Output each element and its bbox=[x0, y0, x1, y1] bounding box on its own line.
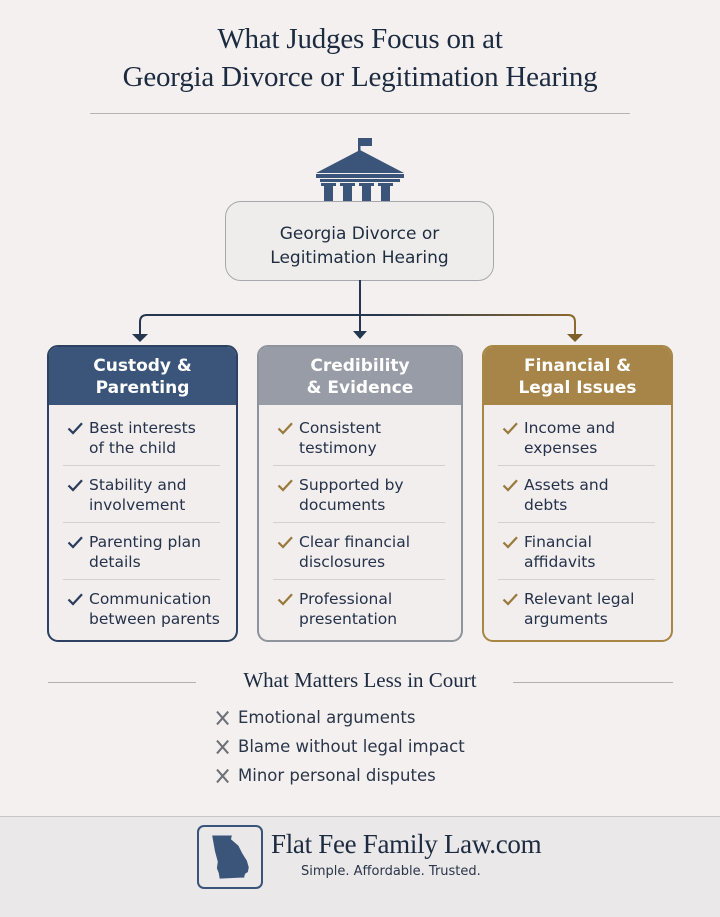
list-item: Best interests of the child bbox=[63, 409, 220, 466]
checkmark-icon bbox=[67, 536, 83, 549]
card-list: Consistent testimony Supported by document… bbox=[259, 405, 461, 636]
item-text: expenses bbox=[524, 439, 598, 457]
list-item: Stability and involvement bbox=[63, 466, 220, 523]
item-text: testimony bbox=[299, 439, 377, 457]
logo bbox=[197, 825, 263, 889]
section-divider-right bbox=[513, 682, 673, 683]
brand-name: Flat Fee Family Law.com bbox=[271, 829, 542, 859]
item-text: Minor personal disputes bbox=[238, 766, 436, 785]
checkmark-icon bbox=[277, 422, 293, 435]
item-text: presentation bbox=[299, 610, 398, 628]
list-item: Parenting plan details bbox=[63, 523, 220, 580]
item-text: disclosures bbox=[299, 553, 386, 571]
hub-line-1: Georgia Divorce or bbox=[279, 224, 440, 244]
card-list: Best interests of the child Stability and… bbox=[49, 405, 236, 636]
card-title-line-1: Financial & bbox=[523, 356, 632, 376]
item-text: Clear financial bbox=[299, 533, 411, 551]
georgia-state-icon bbox=[212, 835, 249, 879]
checkmark-icon bbox=[67, 593, 83, 606]
title-divider bbox=[90, 113, 630, 114]
list-item: Clear financial disclosures bbox=[273, 523, 445, 580]
item-text: Assets and bbox=[524, 476, 609, 494]
item-text: Blame without legal impact bbox=[238, 737, 465, 756]
footer: Flat Fee Family Law.com Simple. Affordab… bbox=[0, 816, 720, 917]
tagline: Simple. Affordable. Trusted. bbox=[301, 864, 481, 879]
list-item: Relevant legal arguments bbox=[498, 580, 655, 636]
category-card-custody: Custody & Parenting Best interests of the… bbox=[47, 345, 238, 642]
x-mark-icon bbox=[216, 739, 229, 754]
list-item: Communication between parents bbox=[63, 580, 220, 636]
category-card-credibility: Credibility & Evidence Consistent testimo… bbox=[257, 345, 463, 642]
item-text: Parenting plan bbox=[89, 533, 201, 551]
card-list: Income and expenses Assets and debts Finan… bbox=[484, 405, 671, 636]
item-text: Financial bbox=[524, 533, 592, 551]
item-text: Income and bbox=[524, 419, 616, 437]
item-text: documents bbox=[299, 496, 386, 514]
card-header: Credibility & Evidence bbox=[259, 347, 461, 405]
checkmark-icon bbox=[277, 479, 293, 492]
hearing-node: Georgia Divorce or Legitimation Hearing bbox=[225, 201, 494, 281]
item-text: involvement bbox=[89, 496, 186, 514]
list-item: Consistent testimony bbox=[273, 409, 445, 466]
item-text: arguments bbox=[524, 610, 608, 628]
item-text: Best interests bbox=[89, 419, 196, 437]
item-text: Consistent bbox=[299, 419, 382, 437]
section-divider-left bbox=[48, 682, 196, 683]
card-header: Financial & Legal Issues bbox=[484, 347, 671, 405]
item-text: of the child bbox=[89, 439, 177, 457]
item-text: Supported by bbox=[299, 476, 404, 494]
item-text: affidavits bbox=[524, 553, 596, 571]
list-item: Minor personal disputes bbox=[212, 761, 465, 790]
item-text: Stability and bbox=[89, 476, 187, 494]
checkmark-icon bbox=[502, 536, 518, 549]
checkmark-icon bbox=[502, 593, 518, 606]
list-item: Financial affidavits bbox=[498, 523, 655, 580]
card-title-line-1: Credibility bbox=[310, 356, 410, 376]
list-item: Supported by documents bbox=[273, 466, 445, 523]
item-text: Communication bbox=[89, 590, 212, 608]
card-header: Custody & Parenting bbox=[49, 347, 236, 405]
less-important-title: What Matters Less in Court bbox=[243, 668, 477, 692]
card-title-line-2: Parenting bbox=[95, 378, 190, 398]
list-item: Professional presentation bbox=[273, 580, 445, 636]
card-title-line-2: Legal Issues bbox=[518, 378, 637, 398]
list-item: Income and expenses bbox=[498, 409, 655, 466]
item-text: between parents bbox=[89, 610, 220, 628]
list-item: Assets and debts bbox=[498, 466, 655, 523]
connector-arrows bbox=[132, 280, 583, 342]
checkmark-icon bbox=[67, 422, 83, 435]
item-text: Emotional arguments bbox=[238, 708, 416, 727]
title-line-1: What Judges Focus on at bbox=[217, 23, 503, 55]
checkmark-icon bbox=[502, 479, 518, 492]
hub-line-2: Legitimation Hearing bbox=[270, 248, 449, 268]
item-text: details bbox=[89, 553, 141, 571]
checkmark-icon bbox=[277, 536, 293, 549]
category-card-financial: Financial & Legal Issues Income and expen… bbox=[482, 345, 673, 642]
title-line-2: Georgia Divorce or Legitimation Hearing bbox=[122, 61, 598, 93]
checkmark-icon bbox=[502, 422, 518, 435]
checkmark-icon bbox=[67, 479, 83, 492]
checkmark-icon bbox=[277, 593, 293, 606]
card-title-line-1: Custody & bbox=[93, 356, 192, 376]
x-mark-icon bbox=[216, 710, 229, 725]
item-text: debts bbox=[524, 496, 568, 514]
page-title: What Judges Focus on at Georgia Divorce … bbox=[0, 20, 720, 96]
less-important-list: Emotional arguments Blame without legal … bbox=[212, 703, 465, 790]
x-mark-icon bbox=[216, 768, 229, 783]
list-item: Emotional arguments bbox=[212, 703, 465, 732]
list-item: Blame without legal impact bbox=[212, 732, 465, 761]
card-title-line-2: & Evidence bbox=[306, 378, 414, 398]
item-text: Professional bbox=[299, 590, 393, 608]
item-text: Relevant legal bbox=[524, 590, 635, 608]
